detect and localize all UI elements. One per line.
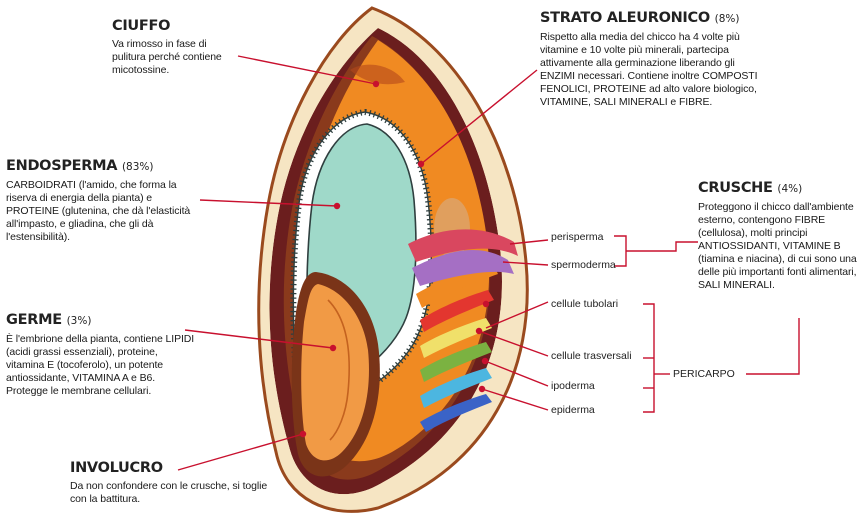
tubolari-dot (483, 301, 489, 307)
strato-aleuronico-desc: Rispetto alla media del chicco ha 4 volt… (540, 31, 758, 109)
ciuffo-title: CIUFFO (112, 18, 242, 35)
cellule-tubolari-label: cellule tubolari (551, 298, 618, 310)
germe-desc: È l'embrione della pianta, contiene LIPI… (6, 333, 196, 398)
strato-aleuronico-title: STRATO ALEURONICO (8%) (540, 10, 758, 28)
endosperma-pct: (83%) (122, 161, 154, 173)
strato-aleuronico-pct: (8%) (715, 13, 740, 25)
germe-title: GERME (3%) (6, 312, 196, 330)
ipoderma-dot (482, 358, 488, 364)
crusche-bracket-stem (626, 242, 698, 251)
epiderma-dot (479, 386, 485, 392)
cellule-trasversali-label: cellule trasversali (551, 350, 632, 362)
trasversali-dot (476, 328, 482, 334)
endosperma-desc: CARBOIDRATI (l'amido, che forma la riser… (6, 179, 202, 244)
epiderma-label: epiderma (551, 404, 595, 416)
strato-dot (418, 161, 424, 167)
endosperma-title: ENDOSPERMA (83%) (6, 158, 202, 176)
crusche-title: CRUSCHE (4%) (698, 180, 858, 198)
germe-title-text: GERME (6, 312, 62, 328)
crusche-pct: (4%) (777, 183, 802, 195)
spermoderma-label: spermoderma (551, 259, 616, 271)
involucro-annotation: INVOLUCRO Da non confondere con le crusc… (70, 460, 270, 506)
germe-annotation: GERME (3%) È l'embrione della pianta, co… (6, 312, 196, 398)
ipoderma-label: ipoderma (551, 380, 595, 392)
involucro-desc: Da non confondere con le crusche, si tog… (70, 480, 270, 506)
endosperma-title-text: ENDOSPERMA (6, 158, 117, 174)
crusche-desc: Proteggono il chicco dall'ambiente ester… (698, 201, 858, 292)
germe-dot (330, 345, 336, 351)
pericarpo-label: PERICARPO (673, 368, 735, 380)
crusche-title-text: CRUSCHE (698, 180, 773, 196)
endosperma-dot (334, 203, 340, 209)
strato-aleuronico-title-text: STRATO ALEURONICO (540, 10, 710, 26)
pericarpo-crusche-connector (746, 318, 799, 374)
ciuffo-annotation: CIUFFO Va rimosso in fase di pulitura pe… (112, 18, 242, 77)
germe-pct: (3%) (67, 315, 92, 327)
involucro-title: INVOLUCRO (70, 460, 270, 477)
involucro-dot (300, 431, 306, 437)
ciuffo-dot (373, 81, 379, 87)
endosperma-annotation: ENDOSPERMA (83%) CARBOIDRATI (l'amido, c… (6, 158, 202, 244)
perisperma-label: perisperma (551, 231, 604, 243)
crusche-annotation: CRUSCHE (4%) Proteggono il chicco dall'a… (698, 180, 858, 292)
ciuffo-desc: Va rimosso in fase di pulitura perché co… (112, 38, 242, 77)
strato-aleuronico-annotation: STRATO ALEURONICO (8%) Rispetto alla med… (540, 10, 758, 109)
